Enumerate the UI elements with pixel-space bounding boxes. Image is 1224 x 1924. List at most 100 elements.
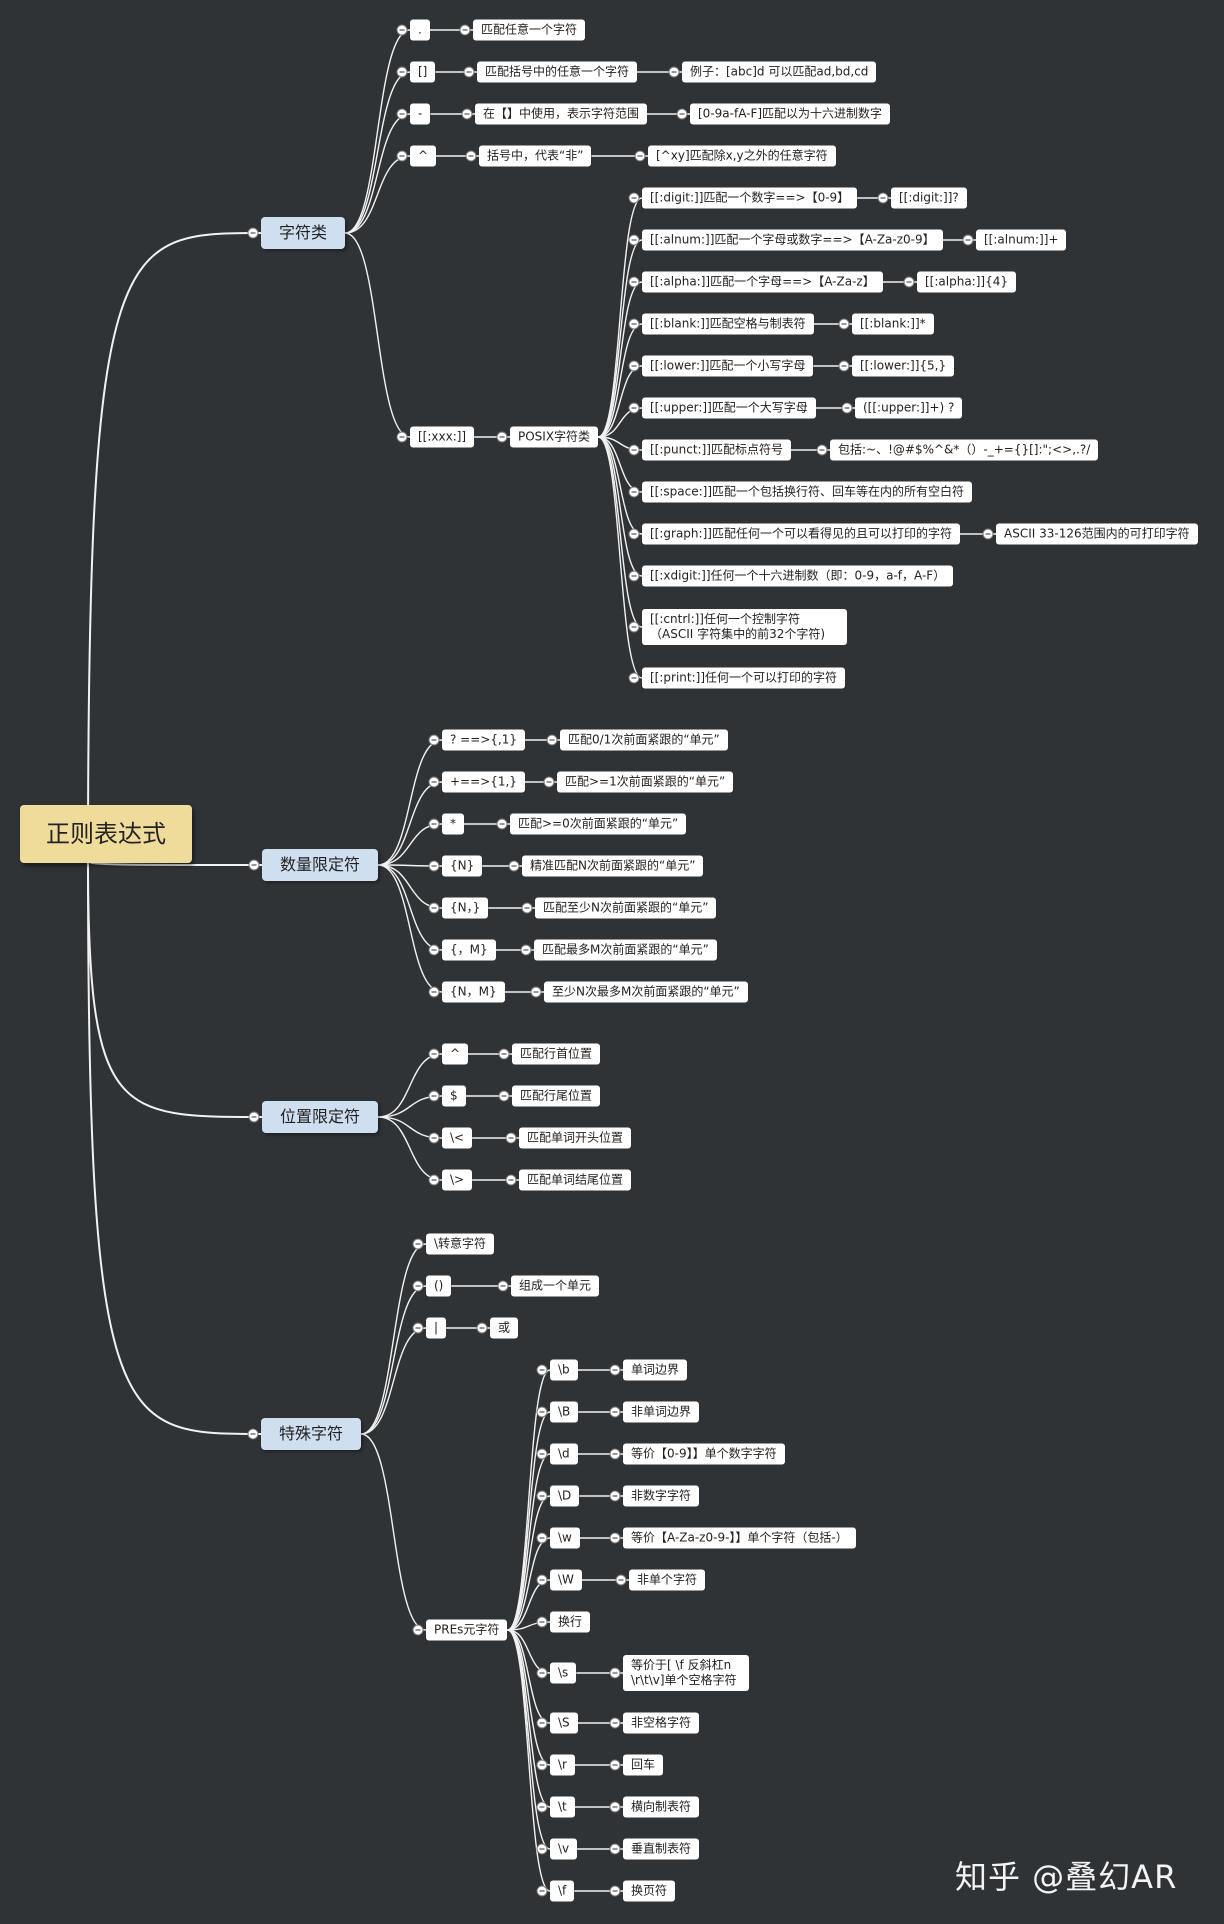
collapse-toggle[interactable] — [628, 234, 640, 246]
caret-example[interactable]: [^xy]匹配除x,y之外的任意字符 — [648, 145, 836, 167]
pres-carriage-return[interactable]: \r — [550, 1754, 575, 1776]
collapse-toggle[interactable] — [838, 360, 850, 372]
posix-blank-example[interactable]: [[:blank:]]* — [852, 313, 934, 335]
posix-graph-example[interactable]: ASCII 33-126范围内的可打印字符 — [996, 523, 1198, 545]
collapse-toggle[interactable] — [476, 1322, 488, 1334]
collapse-toggle[interactable] — [628, 318, 640, 330]
posix-print[interactable]: [[:print:]]任何一个可以打印的字符 — [642, 667, 846, 689]
collapse-toggle[interactable] — [609, 1364, 621, 1376]
collapse-toggle[interactable] — [628, 402, 640, 414]
collapse-toggle[interactable] — [609, 1448, 621, 1460]
pipe-desc[interactable]: 或 — [490, 1317, 519, 1339]
pres-tab[interactable]: \t — [550, 1796, 575, 1818]
pres-whitespace[interactable]: \s — [550, 1662, 577, 1684]
collapse-toggle[interactable] — [412, 1624, 424, 1636]
pres-digit[interactable]: \d — [550, 1443, 578, 1465]
posix-alpha[interactable]: [[:alpha:]]匹配一个字母==>【A-Za-z】 — [642, 271, 883, 293]
posix-upper[interactable]: [[:upper:]]匹配一个大写字母 — [642, 397, 816, 419]
quantifier-exact[interactable]: {N} — [442, 855, 483, 877]
collapse-toggle[interactable] — [609, 1490, 621, 1502]
collapse-toggle[interactable] — [634, 150, 646, 162]
root-topic[interactable]: 正则表达式 — [20, 805, 192, 863]
collapse-toggle[interactable] — [428, 1090, 440, 1102]
posix-cntrl[interactable]: [[:cntrl:]]任何一个控制字符（ASCII 字符集中的前32个字符) — [642, 609, 847, 645]
collapse-toggle[interactable] — [676, 108, 688, 120]
collapse-toggle[interactable] — [628, 444, 640, 456]
branch-special[interactable]: 特殊字符 — [261, 1418, 362, 1450]
pres-non-word-char-desc[interactable]: 非单个字符 — [629, 1569, 706, 1591]
collapse-toggle[interactable] — [463, 66, 475, 78]
collapse-toggle[interactable] — [903, 276, 915, 288]
quantifier-exact-desc[interactable]: 精准匹配N次前面紧跟的“单元” — [522, 855, 704, 877]
collapse-toggle[interactable] — [498, 1048, 510, 1060]
posix-graph[interactable]: [[:graph:]]匹配任何一个可以看得见的且可以打印的字符 — [642, 523, 960, 545]
collapse-toggle[interactable] — [816, 444, 828, 456]
collapse-toggle[interactable] — [982, 528, 994, 540]
collapse-toggle[interactable] — [536, 1717, 548, 1729]
collapse-toggle[interactable] — [536, 1801, 548, 1813]
collapse-toggle[interactable] — [962, 234, 974, 246]
posix-lower-example[interactable]: [[:lower:]]{5,} — [852, 355, 955, 377]
collapse-toggle[interactable] — [496, 818, 508, 830]
pres-non-whitespace[interactable]: \S — [550, 1712, 578, 1734]
collapse-toggle[interactable] — [536, 1843, 548, 1855]
posix-alnum-example[interactable]: [[:alnum:]]+ — [976, 229, 1067, 251]
pres-non-word-boundary-desc[interactable]: 非单词边界 — [623, 1401, 700, 1423]
branch-quantifiers[interactable]: 数量限定符 — [262, 849, 379, 881]
posix-space[interactable]: [[:space:]]匹配一个包括换行符、回车等在内的所有空白符 — [642, 481, 973, 503]
collapse-toggle[interactable] — [628, 570, 640, 582]
collapse-toggle[interactable] — [498, 1090, 510, 1102]
collapse-toggle[interactable] — [521, 902, 533, 914]
collapse-toggle[interactable] — [396, 431, 408, 443]
collapse-toggle[interactable] — [609, 1717, 621, 1729]
anchor-word-start-desc[interactable]: 匹配单词开头位置 — [519, 1127, 632, 1149]
collapse-toggle[interactable] — [536, 1490, 548, 1502]
posix-bracket-node[interactable]: [[:xxx:]] — [410, 426, 475, 448]
pres-word-boundary[interactable]: \b — [550, 1359, 578, 1381]
collapse-toggle[interactable] — [536, 1616, 548, 1628]
collapse-toggle[interactable] — [428, 776, 440, 788]
quantifier-at-least[interactable]: {N，} — [442, 897, 489, 919]
pres-carriage-return-desc[interactable]: 回车 — [623, 1754, 664, 1776]
posix-digit[interactable]: [[:digit:]]匹配一个数字==>【0-9】 — [642, 187, 858, 209]
collapse-toggle[interactable] — [248, 859, 260, 871]
escape-node[interactable]: \转意字符 — [426, 1233, 495, 1255]
posix-lower[interactable]: [[:lower:]]匹配一个小写字母 — [642, 355, 814, 377]
collapse-toggle[interactable] — [497, 1280, 509, 1292]
collapse-toggle[interactable] — [628, 528, 640, 540]
dash-node[interactable]: - — [410, 103, 431, 125]
collapse-toggle[interactable] — [428, 1048, 440, 1060]
collapse-toggle[interactable] — [609, 1759, 621, 1771]
collapse-toggle[interactable] — [609, 1801, 621, 1813]
brackets-node[interactable]: [] — [410, 61, 436, 83]
collapse-toggle[interactable] — [412, 1238, 424, 1250]
collapse-toggle[interactable] — [536, 1364, 548, 1376]
collapse-toggle[interactable] — [428, 1174, 440, 1186]
collapse-toggle[interactable] — [628, 276, 640, 288]
collapse-toggle[interactable] — [247, 1428, 259, 1440]
collapse-toggle[interactable] — [247, 227, 259, 239]
quantifier-plus-desc[interactable]: 匹配>=1次前面紧跟的“单元” — [557, 771, 734, 793]
collapse-toggle[interactable] — [428, 818, 440, 830]
quantifier-at-most-desc[interactable]: 匹配最多M次前面紧跟的“单元” — [534, 939, 717, 961]
collapse-toggle[interactable] — [536, 1885, 548, 1897]
anchor-word-end-desc[interactable]: 匹配单词结尾位置 — [519, 1169, 632, 1191]
collapse-toggle[interactable] — [396, 66, 408, 78]
pres-non-whitespace-desc[interactable]: 非空格字符 — [623, 1712, 700, 1734]
anchor-end[interactable]: $ — [442, 1085, 466, 1107]
posix-upper-example[interactable]: ([[:upper:]]+) ? — [855, 397, 963, 419]
pres-tab-desc[interactable]: 横向制表符 — [623, 1796, 700, 1818]
collapse-toggle[interactable] — [505, 1174, 517, 1186]
collapse-toggle[interactable] — [496, 431, 508, 443]
quantifier-range[interactable]: {N，M} — [442, 981, 505, 1003]
pres-non-word-char[interactable]: \W — [550, 1569, 582, 1591]
collapse-toggle[interactable] — [536, 1667, 548, 1679]
pres-newline[interactable]: 换行 — [550, 1611, 591, 1633]
anchor-start-desc[interactable]: 匹配行首位置 — [512, 1043, 601, 1065]
collapse-toggle[interactable] — [520, 944, 532, 956]
collapse-toggle[interactable] — [536, 1448, 548, 1460]
posix-punct[interactable]: [[:punct:]]匹配标点符号 — [642, 439, 791, 461]
collapse-toggle[interactable] — [628, 192, 640, 204]
collapse-toggle[interactable] — [536, 1574, 548, 1586]
brackets-desc[interactable]: 匹配括号中的任意一个字符 — [477, 61, 638, 83]
